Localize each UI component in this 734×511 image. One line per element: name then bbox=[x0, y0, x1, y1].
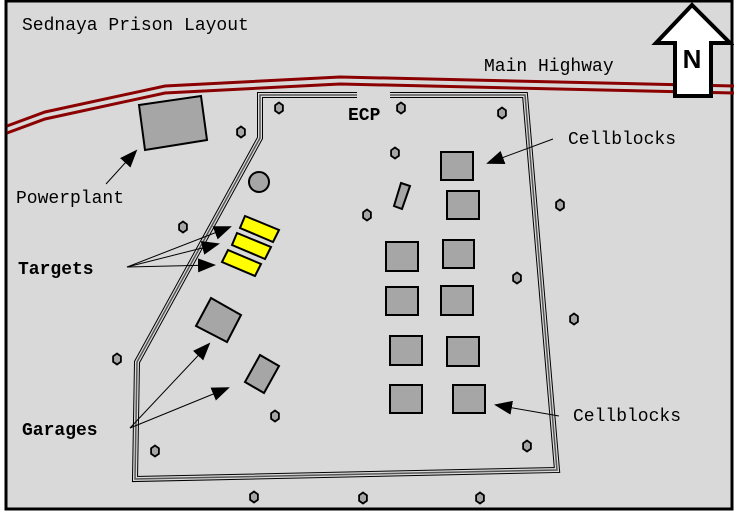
guard-tower-icon bbox=[178, 220, 188, 234]
cellblock bbox=[440, 285, 474, 316]
cellblock bbox=[389, 384, 423, 414]
cellblocks-label-top: Cellblocks bbox=[568, 130, 676, 150]
highway-label: Main Highway bbox=[484, 57, 614, 77]
targets-label: Targets bbox=[18, 260, 94, 280]
garage-building bbox=[243, 353, 281, 395]
cellblock bbox=[452, 384, 486, 414]
guard-tower-icon bbox=[362, 208, 372, 222]
guard-tower-icon bbox=[396, 101, 406, 115]
north-label: N bbox=[683, 44, 702, 74]
target-building bbox=[230, 231, 273, 261]
guard-tower-icon bbox=[112, 352, 122, 366]
cellblock bbox=[442, 239, 475, 269]
guard-tower-icon bbox=[390, 146, 400, 160]
cellblock bbox=[385, 286, 419, 316]
round-structure bbox=[248, 171, 270, 193]
guard-tower-icon bbox=[270, 409, 280, 423]
targets-group bbox=[220, 214, 281, 278]
north-arrow-icon bbox=[651, 2, 734, 98]
powerplant-building bbox=[137, 94, 209, 152]
guard-tower-icon bbox=[274, 101, 284, 115]
cellblock bbox=[440, 151, 474, 181]
guard-tower-icon bbox=[475, 491, 485, 505]
cellblock bbox=[446, 190, 480, 220]
garages-arrows bbox=[129, 342, 230, 429]
perimeter-fence bbox=[131, 92, 561, 483]
cellblock bbox=[385, 241, 419, 272]
guard-tower-icon bbox=[150, 444, 160, 458]
north-arrow: N bbox=[651, 2, 734, 98]
garages-label: Garages bbox=[22, 421, 98, 441]
target-building bbox=[238, 214, 281, 244]
main-highway-road bbox=[6, 75, 734, 135]
cellblock bbox=[446, 336, 480, 367]
guard-tower-icon bbox=[358, 491, 368, 505]
guard-tower-icon bbox=[497, 106, 507, 120]
powerplant-label: Powerplant bbox=[16, 189, 124, 209]
target-building bbox=[220, 248, 263, 278]
guard-tower-icon bbox=[569, 312, 579, 326]
cellblocks-label-bottom: Cellblocks bbox=[573, 407, 681, 427]
cellblocks-arrow-bottom bbox=[494, 400, 560, 417]
cellblocks-arrow-top bbox=[486, 138, 554, 165]
targets-arrows bbox=[126, 226, 232, 273]
cellblock bbox=[389, 335, 423, 366]
guard-tower-icon bbox=[249, 490, 259, 504]
guard-tower-icon bbox=[555, 198, 565, 212]
map-title: Sednaya Prison Layout bbox=[22, 16, 249, 36]
guard-tower-icon bbox=[522, 439, 532, 453]
garage-building bbox=[194, 296, 243, 344]
powerplant-arrow bbox=[105, 149, 138, 185]
guard-towers bbox=[112, 101, 579, 505]
ecp-label: ECP bbox=[348, 106, 381, 126]
cellblocks-group bbox=[385, 151, 486, 414]
guard-tower-icon bbox=[236, 125, 246, 139]
guard-tower-icon bbox=[512, 271, 522, 285]
small-building bbox=[392, 181, 412, 211]
